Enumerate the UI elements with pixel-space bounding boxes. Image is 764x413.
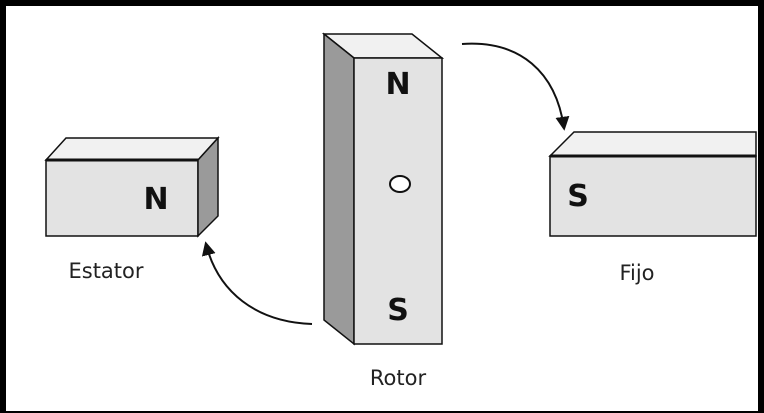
rotor-top-pole-label: N — [385, 67, 410, 102]
rotor-side-face — [323, 32, 355, 346]
lower-rotation-arrow — [201, 241, 313, 325]
stator-label: Estator — [68, 259, 143, 283]
stator-pole-label: N — [143, 182, 168, 217]
fixed-magnet: S — [548, 131, 757, 237]
rotor-magnet: N S — [321, 32, 445, 346]
stator-side-face — [197, 136, 219, 238]
fixed-top-face — [548, 131, 757, 157]
rotor-label: Rotor — [370, 366, 427, 390]
upper-rotation-arrow — [461, 42, 570, 131]
stator-magnet: N — [44, 136, 220, 238]
rotor-pivot — [389, 175, 411, 193]
fixed-pole-label: S — [567, 179, 589, 214]
rotor-bottom-pole-label: S — [387, 293, 409, 328]
stator-top-face — [44, 137, 220, 161]
rotor-front-face — [353, 57, 443, 345]
stator-front-face — [45, 159, 199, 237]
fixed-label: Fijo — [619, 261, 654, 285]
